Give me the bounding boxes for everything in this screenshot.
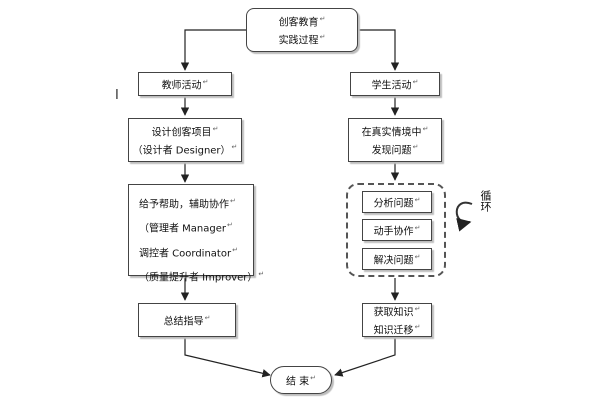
analyze-label: 分析问题 xyxy=(373,198,414,210)
top-node-line1: 创客教育 xyxy=(278,17,319,28)
cycle-group xyxy=(346,183,446,277)
top-node: 创客教育↵ 实践过程↵ xyxy=(246,8,358,52)
acquire-line2: 知识迁移 xyxy=(373,325,414,337)
teacher-activity-header: 教师活动↵ xyxy=(138,72,232,96)
find-line2: 发现问题 xyxy=(371,145,412,157)
end-node: 结 束↵ xyxy=(270,366,332,394)
help-line2: （管理者 Manager xyxy=(139,223,227,235)
find-problem-box: 在真实情境中↵ 发现问题↵ xyxy=(348,118,442,162)
collaborate-box: 动手协作↵ xyxy=(362,219,432,241)
help-line4: （质量提升者 Improver） xyxy=(139,272,258,284)
find-line1: 在真实情境中 xyxy=(361,127,422,138)
student-activity-header: 学生活动↵ xyxy=(350,72,440,96)
collaborate-label: 动手协作 xyxy=(373,226,414,238)
summary-label: 总结指导 xyxy=(163,316,204,328)
summary-box: 总结指导↵ xyxy=(138,303,236,337)
solve-box: 解决问题↵ xyxy=(362,248,432,270)
design-line2: （设计者 Designer） xyxy=(132,145,231,157)
solve-label: 解决问题 xyxy=(373,255,414,267)
student-header-label: 学生活动 xyxy=(371,80,412,92)
help-collaborate-box: 给予帮助，辅助协作↵ （管理者 Manager↵ 调控者 Coordinator… xyxy=(128,184,264,283)
cycle-label: 循环 xyxy=(479,190,492,212)
help-line3: 调控者 Coordinator xyxy=(139,247,232,259)
top-node-line2: 实践过程 xyxy=(278,35,319,47)
acquire-line1: 获取知识 xyxy=(373,307,414,318)
teacher-header-label: 教师活动 xyxy=(161,80,202,92)
analyze-box: 分析问题↵ xyxy=(362,191,432,213)
help-line1: 给予帮助，辅助协作 xyxy=(139,199,229,211)
design-line1: 设计创客项目 xyxy=(151,127,212,138)
end-label: 结 束 xyxy=(285,376,310,388)
design-project-box: 设计创客项目↵ （设计者 Designer）↵ xyxy=(128,118,242,162)
text-cursor-icon: Ι xyxy=(115,88,119,103)
acquire-knowledge-box: 获取知识↵ 知识迁移↵ xyxy=(362,303,432,337)
